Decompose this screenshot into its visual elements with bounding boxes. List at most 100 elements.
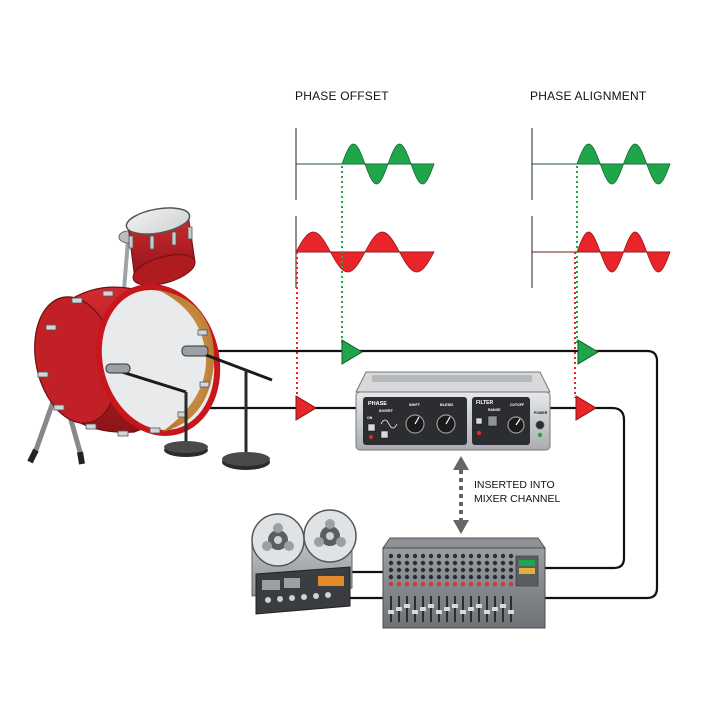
mixer-knob[interactable]	[468, 567, 474, 573]
mixer-knob[interactable]	[404, 553, 410, 559]
mixer-knob[interactable]	[396, 567, 402, 573]
mixer-knob[interactable]	[436, 553, 442, 559]
mixer-knob[interactable]	[468, 581, 474, 587]
mixer-knob[interactable]	[436, 560, 442, 566]
mixer-knob[interactable]	[492, 574, 498, 580]
mixer-knob[interactable]	[452, 574, 458, 580]
mixer-knob[interactable]	[452, 581, 458, 587]
mixer-knob[interactable]	[484, 567, 490, 573]
mixer-knob[interactable]	[500, 581, 506, 587]
mixer-knob[interactable]	[396, 553, 402, 559]
mixer-knob[interactable]	[492, 567, 498, 573]
mixer-knob[interactable]	[388, 560, 394, 566]
mixer-knob[interactable]	[436, 581, 442, 587]
mixer-knob[interactable]	[388, 567, 394, 573]
mixer-knob[interactable]	[476, 574, 482, 580]
mixer-knob[interactable]	[492, 560, 498, 566]
mixer-knob[interactable]	[412, 581, 418, 587]
mixer-knob[interactable]	[508, 553, 514, 559]
mixer-knob[interactable]	[468, 560, 474, 566]
mixer-knob[interactable]	[436, 574, 442, 580]
mixer-knob[interactable]	[476, 553, 482, 559]
mixer-knob[interactable]	[508, 574, 514, 580]
mixer-knob[interactable]	[500, 567, 506, 573]
mixer-knob[interactable]	[460, 581, 466, 587]
mixer-fader[interactable]	[492, 607, 498, 611]
mixer-fader[interactable]	[444, 607, 450, 611]
mixer-knob[interactable]	[404, 574, 410, 580]
mixer-fader[interactable]	[452, 604, 458, 608]
mixer-fader[interactable]	[412, 610, 418, 614]
mixer-knob[interactable]	[388, 574, 394, 580]
mixer-fader[interactable]	[420, 607, 426, 611]
mixer-fader[interactable]	[508, 610, 514, 614]
mixer-knob[interactable]	[444, 567, 450, 573]
mixer-knob[interactable]	[420, 574, 426, 580]
mixer-knob[interactable]	[460, 553, 466, 559]
mixer-knob[interactable]	[404, 567, 410, 573]
mixer-knob[interactable]	[452, 553, 458, 559]
mixer-fader[interactable]	[484, 610, 490, 614]
mixer-knob[interactable]	[388, 553, 394, 559]
mixer-knob[interactable]	[420, 567, 426, 573]
mixer-knob[interactable]	[460, 560, 466, 566]
mixer-knob[interactable]	[420, 581, 426, 587]
mixer-fader[interactable]	[476, 604, 482, 608]
mixer-knob[interactable]	[500, 553, 506, 559]
mixer-knob[interactable]	[476, 560, 482, 566]
mixer-knob[interactable]	[508, 560, 514, 566]
mixer-knob[interactable]	[460, 574, 466, 580]
mixer-knob[interactable]	[508, 567, 514, 573]
mixer-knob[interactable]	[468, 574, 474, 580]
mixer-knob[interactable]	[500, 574, 506, 580]
mixer-knob[interactable]	[412, 574, 418, 580]
mixer-knob[interactable]	[484, 574, 490, 580]
mixer-knob[interactable]	[452, 560, 458, 566]
mixer-knob[interactable]	[492, 581, 498, 587]
mixer-fader[interactable]	[460, 610, 466, 614]
mixer-knob[interactable]	[428, 560, 434, 566]
mixer-knob[interactable]	[428, 553, 434, 559]
mixer-knob[interactable]	[388, 581, 394, 587]
mixer-knob[interactable]	[420, 560, 426, 566]
mixer-knob[interactable]	[500, 560, 506, 566]
mixer-fader[interactable]	[436, 610, 442, 614]
mixer-knob[interactable]	[428, 567, 434, 573]
mixer-knob[interactable]	[444, 581, 450, 587]
mixer-knob[interactable]	[412, 560, 418, 566]
mixer-knob[interactable]	[404, 581, 410, 587]
mixer-knob[interactable]	[484, 560, 490, 566]
mixer-knob[interactable]	[492, 553, 498, 559]
mixer-fader[interactable]	[500, 604, 506, 608]
mixer-fader[interactable]	[428, 604, 434, 608]
mixer-knob[interactable]	[444, 574, 450, 580]
mixer-knob[interactable]	[428, 574, 434, 580]
mixer-knob[interactable]	[476, 567, 482, 573]
mixer-knob[interactable]	[508, 581, 514, 587]
mixer-fader[interactable]	[388, 610, 394, 614]
mixer-knob[interactable]	[460, 567, 466, 573]
mixer-knob[interactable]	[396, 560, 402, 566]
mixer-fader[interactable]	[404, 604, 410, 608]
mixer-fader[interactable]	[468, 607, 474, 611]
range-switch[interactable]	[487, 415, 498, 427]
mixer-knob[interactable]	[396, 574, 402, 580]
mixer-knob[interactable]	[452, 567, 458, 573]
mixer-knob[interactable]	[420, 553, 426, 559]
mixer-knob[interactable]	[428, 581, 434, 587]
mixer-knob[interactable]	[476, 581, 482, 587]
mixer-knob[interactable]	[436, 567, 442, 573]
mixer-knob[interactable]	[484, 553, 490, 559]
mixer-fader[interactable]	[396, 607, 402, 611]
mixer-knob[interactable]	[484, 581, 490, 587]
mixer-knob[interactable]	[468, 553, 474, 559]
mixer-knob[interactable]	[444, 553, 450, 559]
phase-on-switch[interactable]	[367, 423, 376, 432]
mixer-knob[interactable]	[412, 567, 418, 573]
mixer-knob[interactable]	[444, 560, 450, 566]
filter-on-switch[interactable]	[475, 417, 483, 425]
power-button[interactable]	[535, 420, 545, 430]
mixer-knob[interactable]	[412, 553, 418, 559]
mixer-knob[interactable]	[396, 581, 402, 587]
mixer-knob[interactable]	[404, 560, 410, 566]
